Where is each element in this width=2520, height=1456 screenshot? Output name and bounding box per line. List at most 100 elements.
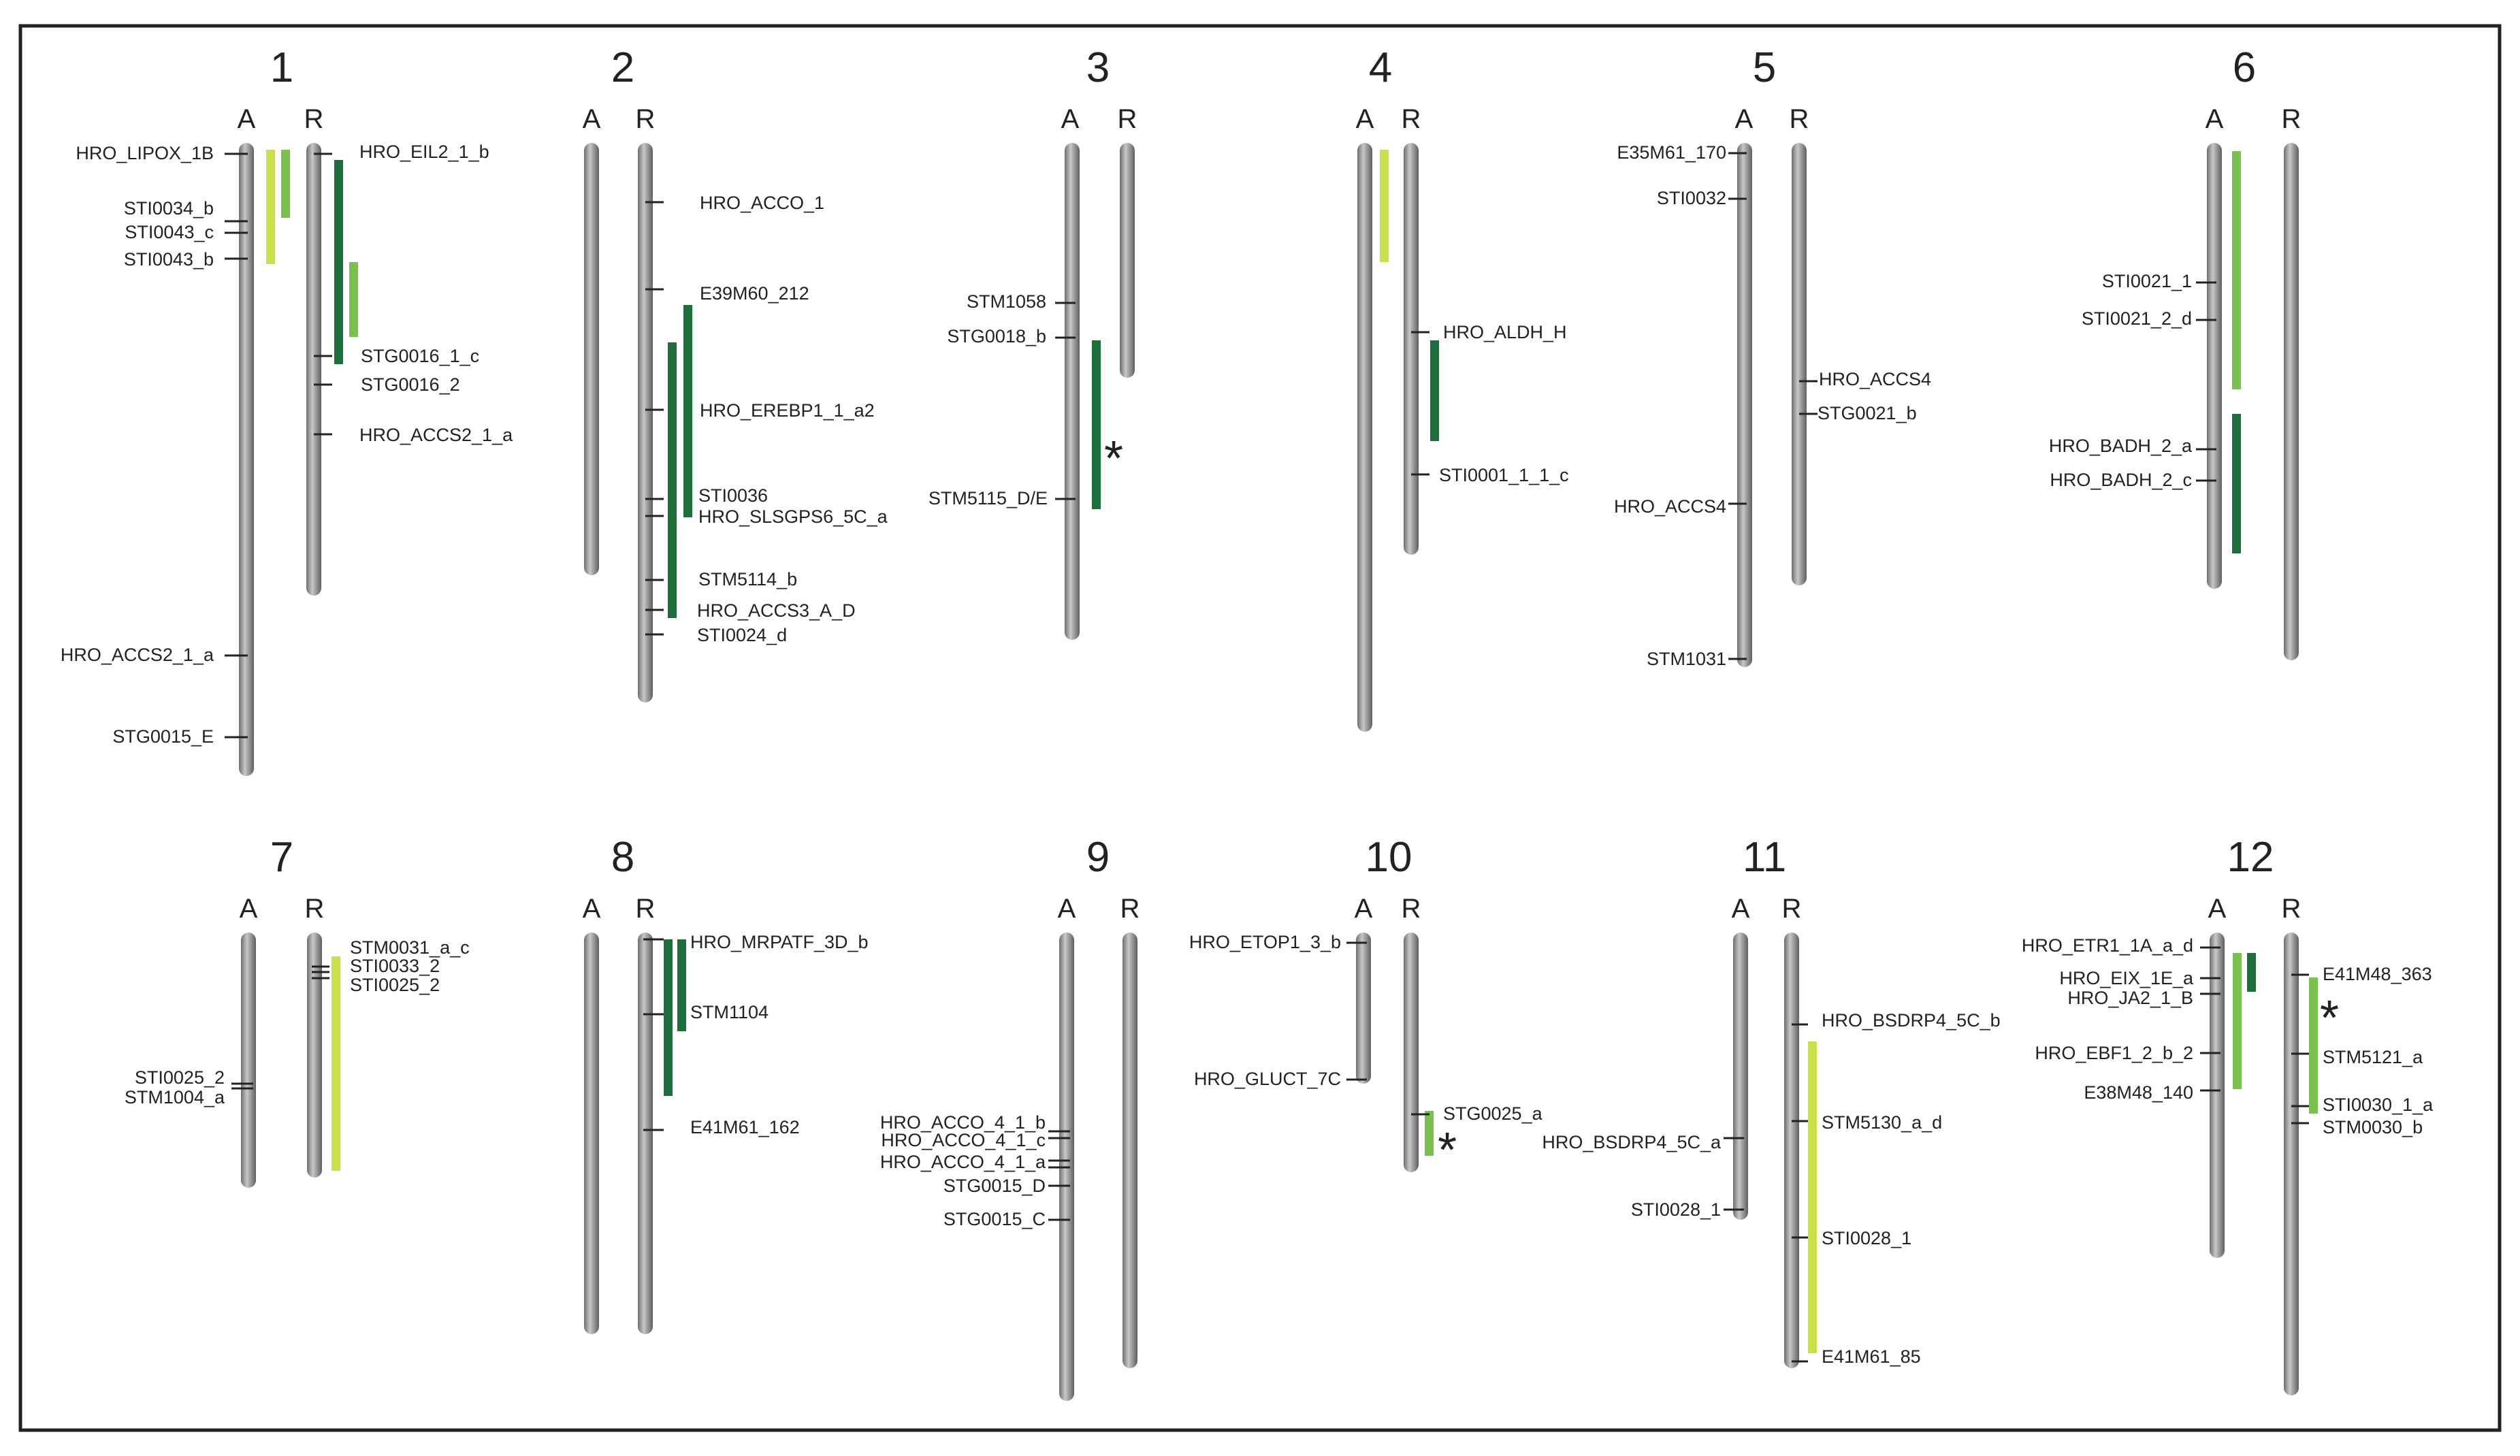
marker-label: HRO_ACCS3_A_D [697, 600, 856, 621]
r-parent-label: R [1402, 104, 1421, 134]
chromosome-bar-r [1120, 143, 1135, 378]
marker-label: STI0033_2 [350, 956, 440, 976]
marker-label: STI0021_1 [2102, 271, 2192, 291]
marker-label: STI0001_1_1_c [1439, 465, 1569, 485]
chromosome-number: 8 [611, 834, 634, 881]
marker-label: STG0015_E [112, 726, 214, 747]
marker-label: E39M60_212 [700, 283, 809, 304]
marker-label: HRO_ACCS4 [1614, 496, 1726, 517]
qtl-bar [668, 342, 677, 618]
marker-label: HRO_ACCO_4_1_a [880, 1152, 1046, 1172]
chromosome-bar-a [1065, 143, 1080, 640]
marker-label: STM5114_b [698, 569, 797, 589]
chromosome-number: 12 [2227, 834, 2274, 881]
chromosome-bar-a [1733, 933, 1748, 1220]
a-parent-label: A [238, 104, 256, 134]
chromosome-bar-r [638, 933, 653, 1334]
a-parent-label: A [1356, 104, 1374, 134]
r-parent-label: R [304, 104, 324, 134]
marker-label: STM1058 [967, 291, 1046, 312]
marker-label: STG0018_b [947, 326, 1046, 346]
chromosome-number: 9 [1086, 834, 1110, 881]
chromosome-bar-r [1122, 933, 1137, 1368]
chromosome-bar-a [239, 143, 254, 776]
qtl-bar [664, 939, 673, 1096]
chromosome-group-10: 10 A R HRO_ETOP1_3_b HRO_GLUCT_7C STG002… [1189, 834, 1543, 1178]
chromosome-bar-a [2207, 143, 2222, 589]
chromosome-group-9: 9 A R HRO_ACCO_4_1_b HRO_ACCO_4_1_c HRO_… [880, 834, 1140, 1401]
r-parent-label: R [1782, 894, 1802, 924]
marker-label: STM1004_a [125, 1087, 225, 1107]
marker-label: E38M48_140 [2084, 1082, 2193, 1103]
qtl-bar [2232, 151, 2241, 389]
marker-label: STI0025_2 [135, 1067, 225, 1088]
marker-label: HRO_GLUCT_7C [1194, 1069, 1341, 1089]
chromosome-group-7: 7 A R STI0025_2 STM1004_a STM0031_a_c ST… [125, 834, 470, 1188]
chromosome-bar-r [2284, 933, 2299, 1395]
marker-label: STM1104 [690, 1002, 769, 1022]
qtl-bar [2233, 953, 2242, 1089]
marker-label: STI0025_2 [350, 975, 440, 995]
qtl-bar [1430, 340, 1439, 441]
a-parent-label: A [1732, 894, 1750, 924]
marker-label: HRO_BADH_2_a [2049, 436, 2193, 456]
chromosome-group-3: 3 A R STM1058 STG0018_b STM5115_D/E * [928, 44, 1137, 640]
chromosome-bar-r [1404, 143, 1419, 555]
marker-label: STM0030_b [2323, 1117, 2423, 1137]
marker-label: HRO_ALDH_H [1443, 322, 1567, 342]
chromosome-group-11: 11 A R HRO_BSDRP4_5C_a STI0028_1 HRO_BSD… [1542, 834, 2001, 1368]
marker-label: HRO_BSDRP4_5C_b [1822, 1010, 2001, 1031]
marker-label: HRO_EREBP1_1_a2 [700, 400, 875, 421]
r-parent-label: R [1118, 104, 1137, 134]
r-parent-label: R [2282, 104, 2301, 134]
chromosome-number: 11 [1743, 834, 1786, 881]
chromosome-bar-r [1784, 933, 1799, 1368]
marker-label: HRO_ACCS4 [1819, 369, 1931, 389]
marker-label: E41M61_85 [1822, 1346, 1921, 1367]
marker-label: STI0043_b [124, 249, 214, 270]
marker-label: STG0025_a [1443, 1103, 1543, 1124]
chromosome-bar-r [638, 143, 653, 702]
marker-label: STI0021_2_d [2082, 308, 2192, 329]
asterisk-icon: * [1438, 1123, 1457, 1178]
qtl-bar [677, 939, 686, 1031]
qtl-bar [266, 150, 275, 264]
marker-label: HRO_ETOP1_3_b [1189, 932, 1341, 952]
qtl-bar [349, 262, 358, 337]
a-parent-label: A [1058, 894, 1076, 924]
qtl-bar [2232, 414, 2241, 553]
chromosome-group-5: 5 A R E35M61_170 STI0032 HRO_ACCS4 STM10… [1614, 44, 1931, 669]
chromosome-group-2: 2 A R HRO_ACCO_1 E39M60_212 HRO_EREBP1_1… [583, 44, 888, 702]
marker-label: HRO_ACCO_4_1_b [880, 1112, 1046, 1133]
marker-label: HRO_LIPOX_1B [76, 143, 214, 163]
marker-label: HRO_ACCS2_1_a [61, 645, 214, 665]
chromosome-number: 4 [1369, 44, 1392, 91]
marker-label: HRO_JA2_1_B [2067, 988, 2193, 1008]
marker-label: HRO_ETR1_1A_a_d [2022, 935, 2193, 956]
marker-label: HRO_EBF1_2_b_2 [2035, 1043, 2193, 1063]
chromosome-group-12: 12 A R HRO_ETR1_1A_a_d HRO_EIX_1E_a HRO_… [2022, 834, 2434, 1395]
marker-label: STG0021_b [1818, 403, 1917, 423]
marker-label: HRO_EIX_1E_a [2059, 968, 2194, 988]
a-parent-label: A [583, 104, 601, 134]
marker-label: STI0032 [1657, 188, 1726, 208]
marker-label: STM1031 [1647, 649, 1726, 669]
marker-label: STG0016_1_c [361, 346, 479, 366]
qtl-bar [334, 160, 343, 364]
r-parent-label: R [636, 894, 656, 924]
chromosome-group-4: 4 A R HRO_ALDH_H STI0001_1_1_c [1356, 44, 1569, 732]
marker-label: STI0030_1_a [2323, 1095, 2434, 1115]
marker-label: STM0031_a_c [350, 937, 470, 958]
r-parent-label: R [305, 894, 325, 924]
marker-label: STI0034_b [124, 198, 214, 219]
r-parent-label: R [2282, 894, 2301, 924]
chromosome-bar-a [584, 143, 599, 575]
marker-label: STM5115_D/E [928, 488, 1048, 508]
chromosome-bar-r [1404, 933, 1419, 1172]
qtl-bar [1425, 1111, 1434, 1156]
chromosome-group-6: 6 A R STI0021_1 STI0021_2_d HRO_BADH_2_a… [2049, 44, 2301, 660]
marker-label: E35M61_170 [1617, 142, 1726, 163]
marker-label: STI0043_c [125, 222, 214, 242]
r-parent-label: R [1790, 104, 1809, 134]
